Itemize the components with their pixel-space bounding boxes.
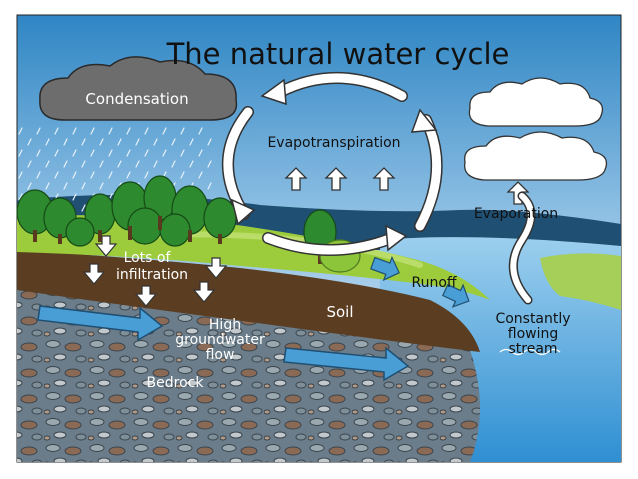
condensation-label: Condensation: [85, 90, 188, 108]
evapotranspiration-up-arrows: [284, 167, 396, 191]
evaporation-label: Evaporation: [474, 206, 558, 222]
runoff-label: Runoff: [411, 275, 456, 291]
groundwater-flow-arrows: [37, 305, 410, 382]
cycle-arrowheads: [230, 78, 438, 252]
evaporation-stream-line: [508, 191, 536, 305]
diagram-title: The natural water cycle: [166, 37, 510, 71]
evaporation-cloud-lower: [463, 131, 608, 181]
evapotranspiration-label: Evapotranspiration: [267, 135, 400, 151]
groundwater-label-line3: flow: [206, 347, 235, 363]
stream-label-line1: Constantly: [495, 311, 570, 327]
runoff-arrows: [370, 255, 470, 308]
infiltration-label-line2: infiltration: [116, 267, 188, 283]
evaporation-cloud-upper: [468, 77, 604, 127]
groundwater-label-line2: groundwater: [175, 332, 265, 348]
bedrock-label: Bedrock: [147, 375, 205, 391]
stream-label-line2: flowing: [508, 326, 558, 342]
infiltration-arrows: [82, 235, 228, 307]
far-shore: [540, 253, 621, 310]
condensation-cloud: [39, 56, 238, 121]
stream-label-line3: stream: [508, 341, 557, 357]
soil-label: Soil: [326, 303, 353, 321]
water-waves: [499, 348, 561, 356]
forest-trees: [16, 175, 237, 247]
soil-layer: [17, 250, 480, 352]
groundwater-label-line1: High: [209, 317, 241, 333]
infiltration-label-line1: Lots of: [124, 250, 172, 266]
